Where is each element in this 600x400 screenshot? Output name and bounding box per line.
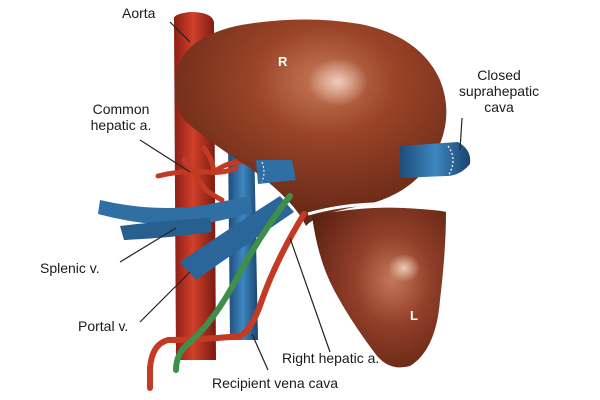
label-aorta: Aorta: [122, 5, 156, 21]
label-splenic-vein: Splenic v.: [40, 260, 100, 276]
label-common-hepatic-artery: Common hepatic a.: [84, 101, 158, 133]
portal-vein-vessel: [180, 196, 294, 280]
right-hepatic-artery-vessel: [147, 211, 307, 391]
label-closed-line1: Closed: [477, 67, 521, 83]
label-closed-line2: suprahepatic: [458, 83, 540, 99]
label-closed-line3: cava: [484, 99, 514, 115]
label-common-hepatic-line1: Common: [92, 101, 150, 117]
suprahepatic-cava-stump: [400, 142, 471, 178]
leader-lines: [119, 21, 463, 371]
liver-right-lobe: [175, 19, 447, 226]
label-recipient-vena-cava: Recipient vena cava: [212, 375, 339, 391]
bile-duct-vessel: [173, 193, 293, 373]
lobe-label-right: R: [278, 54, 288, 69]
label-common-hepatic-line2: hepatic a.: [90, 117, 152, 133]
label-portal-vein: Portal v.: [78, 318, 129, 334]
label-right-hepatic-artery: Right hepatic a.: [282, 350, 380, 366]
label-closed-suprahepatic-cava: Closed suprahepatic cava: [440, 67, 558, 115]
donor-vena-cava-stub: [256, 160, 296, 184]
lobe-label-left: L: [410, 308, 418, 323]
splenic-vein-vessel: [98, 196, 252, 225]
liver-left-lobe: [312, 207, 446, 368]
